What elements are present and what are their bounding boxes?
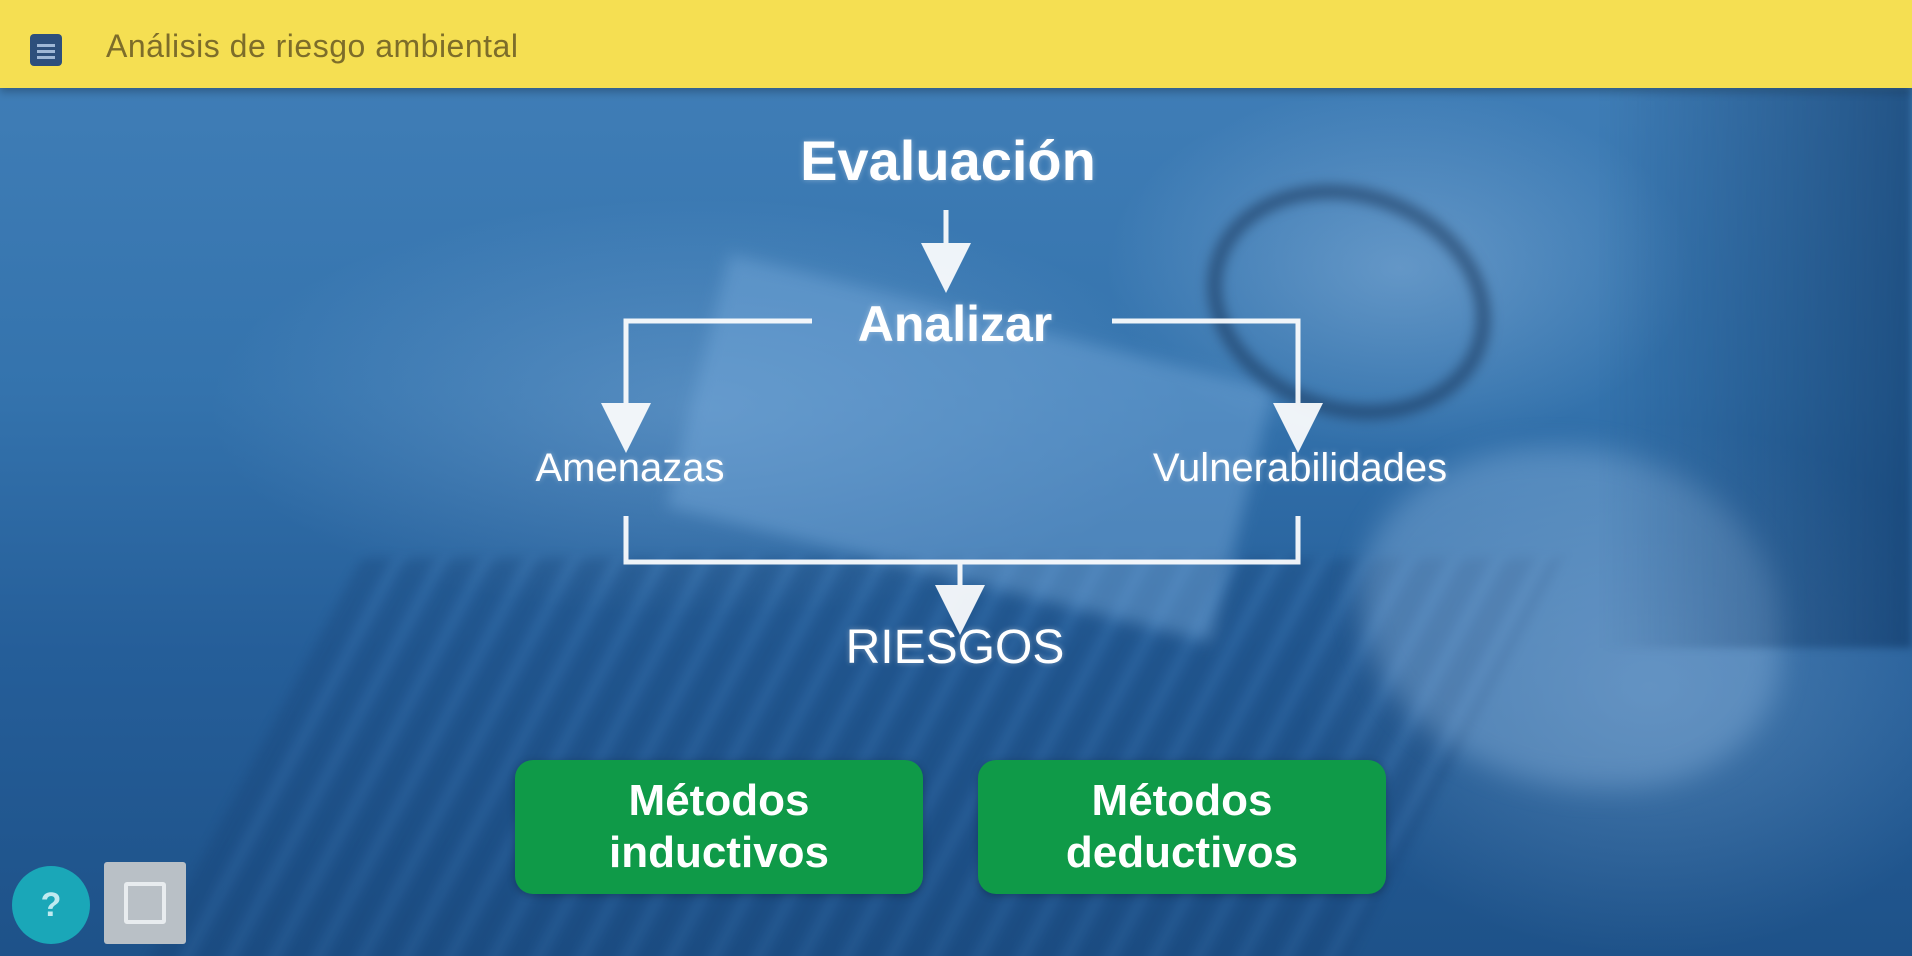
metodos-deductivos-line1: Métodos <box>1091 776 1273 825</box>
background-shadow <box>1600 88 1912 648</box>
arrow-analizar-vulnerabilidades <box>1112 318 1323 453</box>
metodos-inductivos-button[interactable]: Métodos inductivos <box>515 760 923 894</box>
bracket-amenazas-vulnerabilidades <box>623 516 1301 565</box>
help-button[interactable]: ? <box>12 866 90 944</box>
diagram-node-evaluacion: Evaluación <box>800 129 1096 192</box>
page-title: Análisis de riesgo ambiental <box>106 28 519 64</box>
fullscreen-button[interactable] <box>104 862 186 944</box>
fullscreen-icon <box>124 882 166 924</box>
diagram-node-vulnerabilidades: Vulnerabilidades <box>1152 446 1448 490</box>
content-stage: Evaluación Analizar Amenazas Vulnerabili… <box>0 88 1912 956</box>
hamburger-menu-icon[interactable] <box>30 34 62 66</box>
metodos-inductivos-line2: inductivos <box>608 828 830 877</box>
top-bar: Análisis de riesgo ambiental <box>0 0 1912 88</box>
metodos-deductivos-button[interactable]: Métodos deductivos <box>978 760 1386 894</box>
diagram-node-riesgos: RIESGOS <box>845 621 1065 674</box>
diagram-node-analizar: Analizar <box>857 296 1053 352</box>
metodos-inductivos-line1: Métodos <box>628 776 810 825</box>
diagram-node-amenazas: Amenazas <box>535 446 725 490</box>
metodos-deductivos-line2: deductivos <box>1065 828 1299 877</box>
diagram-connectors <box>601 210 1323 635</box>
help-icon: ? <box>40 885 62 924</box>
arrow-analizar-amenazas <box>601 318 812 453</box>
